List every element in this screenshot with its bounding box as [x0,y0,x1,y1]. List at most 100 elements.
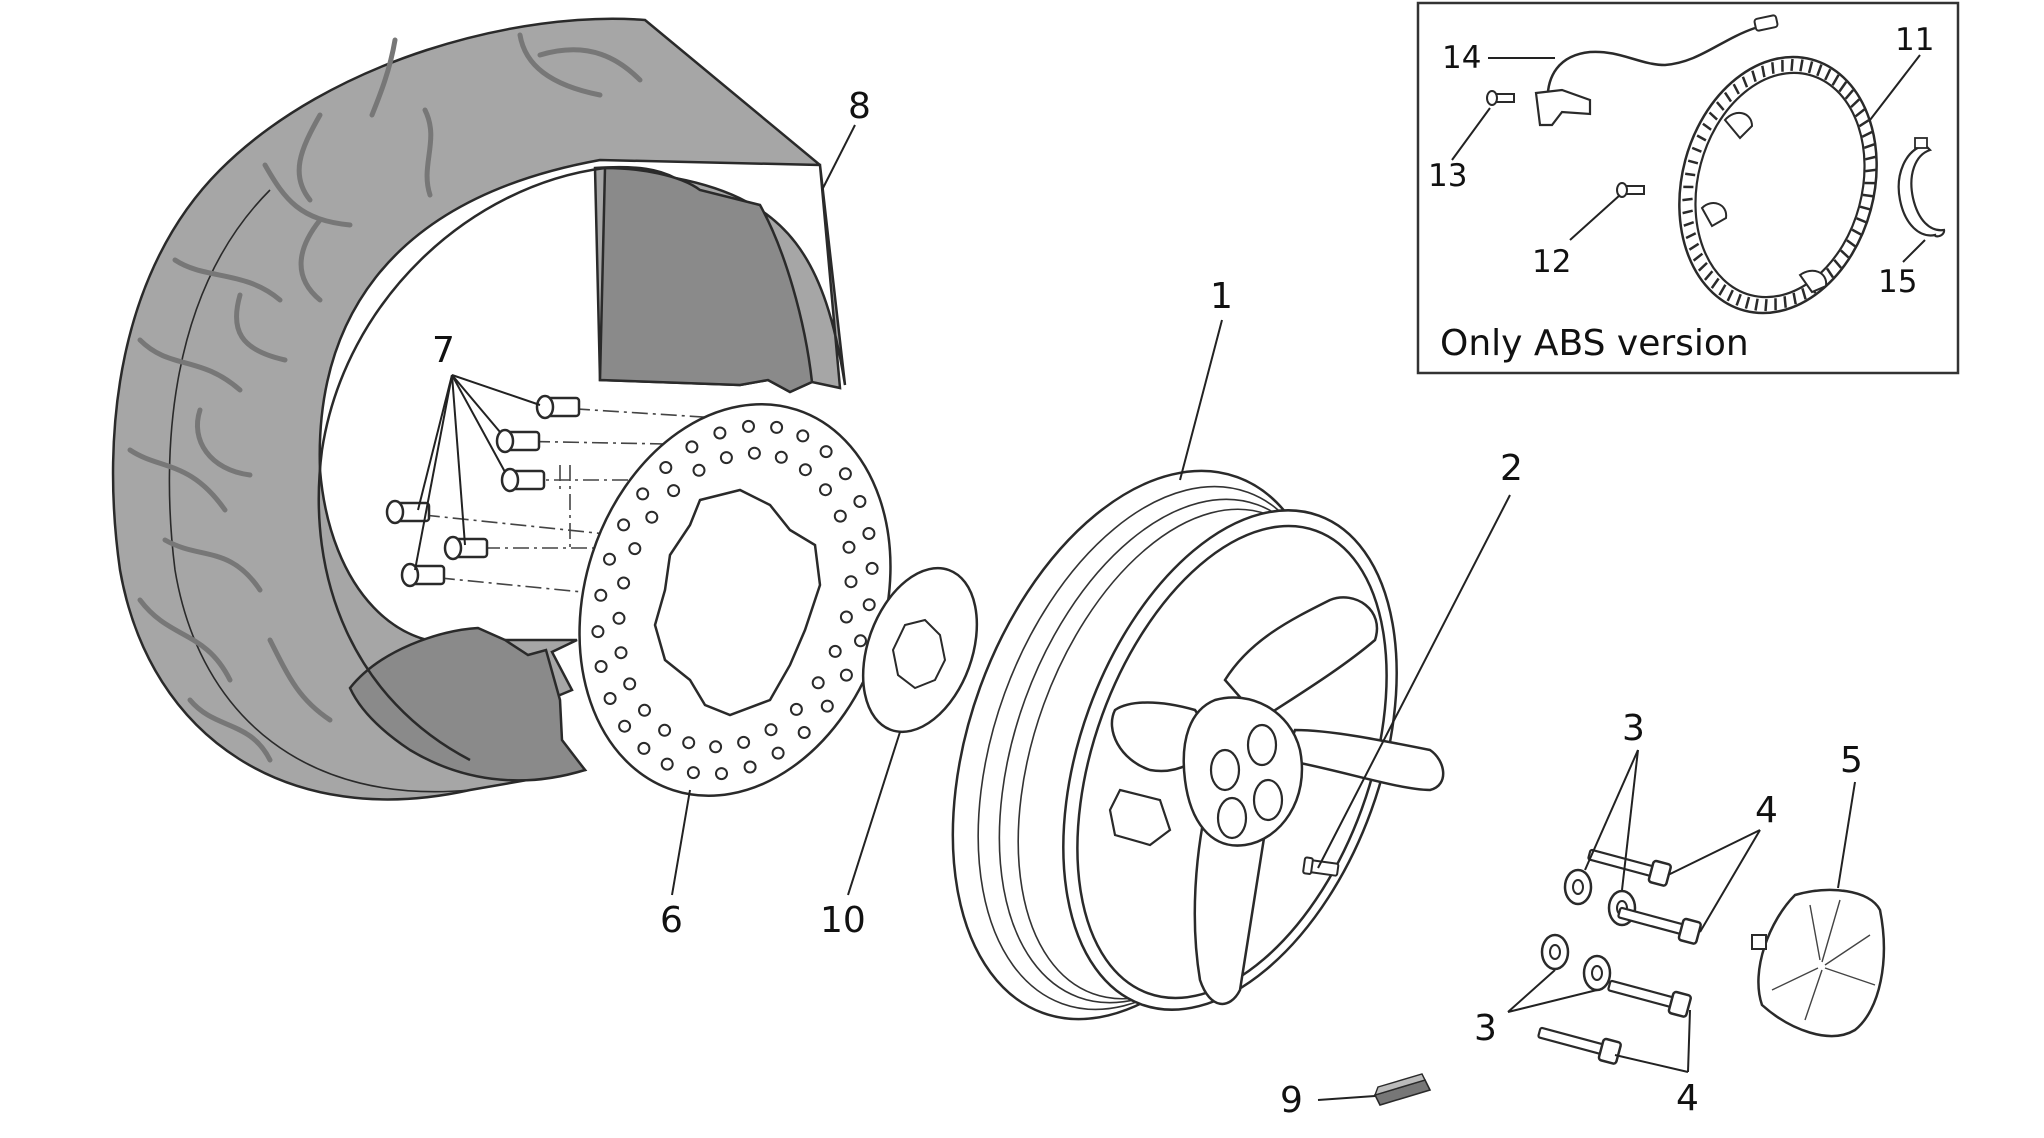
tone-ring-tooth [1838,81,1848,93]
washer [1540,933,1570,971]
brake-disc-vent-holes [591,419,879,781]
tone-ring-tooth [1691,146,1702,153]
spacer-ring [861,566,979,734]
vent-hole [819,445,833,459]
brake-disc [578,402,892,798]
vent-hole [618,719,632,733]
tone-ring-tooth [1859,205,1871,211]
tone-ring-tooth [1682,197,1693,202]
hub-bolt [1537,1026,1622,1065]
vent-hole [659,461,673,474]
tone-ring-tooth [1685,172,1696,177]
tone-ring-tooth [1697,261,1708,272]
vent-hole [715,767,728,781]
abs-inset: 11 12 13 14 15 Only ABS version [1416,1,1960,375]
tone-ring-tooth [1683,221,1695,227]
tone-ring-tooth [1732,83,1740,95]
vent-hole [771,746,785,760]
hub-cover [1751,888,1886,1038]
vent-hole [839,610,853,624]
vent-hole [820,699,834,713]
tread-line-16 [267,637,333,723]
bolt [385,499,431,525]
vent-hole [854,634,867,648]
rim-front-inner [1076,524,1388,1000]
callout-11: 11 [1895,22,1934,58]
callout-6: 6 [660,900,683,941]
disc-bolts [385,394,581,588]
vent-hole [638,703,651,717]
hub-bore-3 [1252,778,1284,822]
tone-ring-tooth [1702,122,1712,131]
hub-bolt [1607,979,1692,1018]
vent-hole [623,677,637,691]
tread-line-13 [162,537,263,593]
tire-valve [1302,856,1340,877]
abs-ring-tab-3 [1798,269,1828,294]
vent-hole [737,735,751,749]
tire [111,17,847,801]
tone-ring-tooth [1865,168,1876,173]
bolt [535,394,581,420]
vent-hole [844,575,858,589]
tone-ring-tooth [1844,89,1855,100]
vent-hole [603,552,616,566]
vent-hole [603,692,617,705]
vent-hole [764,723,778,737]
tread-line-4 [296,112,323,203]
tone-ring-tooth [1865,155,1876,161]
abs-sensor-screw [1486,90,1515,106]
tone-ring-tooth [1799,59,1804,72]
vent-hole [798,463,812,477]
tone-ring-tooth [1846,239,1856,248]
callout-13: 13 [1428,158,1467,194]
tread-line-3 [537,47,643,83]
vent-hole [628,542,642,556]
tone-ring-tooth [1840,249,1850,259]
abs-sensor-plug [1753,14,1779,32]
tone-ring-tooth [1703,270,1714,281]
callout-3-lower: 3 [1474,1008,1497,1049]
abs-sensor-wire [1546,26,1756,108]
tone-ring-tooth [1831,74,1840,86]
tone-ring-tooth [1764,298,1768,312]
hub-bore-2 [1209,748,1241,792]
vent-hole [719,451,733,465]
vent-hole [839,668,853,682]
vent-hole [660,757,674,771]
tread-line-15 [187,697,273,763]
callout-1: 1 [1210,276,1233,317]
tone-ring-tooth [1801,288,1807,300]
tone-ring-tooth [1862,193,1873,198]
vent-hole [713,426,727,440]
tone-ring-tooth [1685,232,1697,240]
vent-hole [796,429,810,443]
leader-lines [414,124,1856,1101]
vent-hole [862,598,876,612]
abs-ring-tab-2 [1700,202,1728,228]
hub-bore-1 [1246,723,1278,767]
tread-line-11 [194,407,253,478]
tone-ring-tooth [1858,119,1870,128]
callout-15: 15 [1878,264,1917,300]
tone-ring-tooth [1816,64,1823,77]
vent-hole [692,463,706,477]
callout-4-lower: 4 [1676,1078,1699,1119]
tone-ring-tooth [1792,292,1797,305]
callout-9: 9 [1280,1080,1303,1121]
callout-12: 12 [1532,244,1571,280]
tone-ring-tooth [1854,108,1866,118]
tone-ring-tooth [1708,111,1718,121]
rim-mount-tab [1108,788,1172,847]
vent-hole [617,576,631,590]
vent-hole [842,540,856,554]
abs-clip-tab [1914,137,1928,149]
tone-ring-tooth [1850,98,1861,109]
vent-hole [645,510,659,524]
vent-hole [789,702,803,716]
abs-ring-screw [1616,182,1645,198]
callout-8: 8 [848,86,871,127]
vent-hole [612,611,626,625]
callout-5: 5 [1840,740,1863,781]
